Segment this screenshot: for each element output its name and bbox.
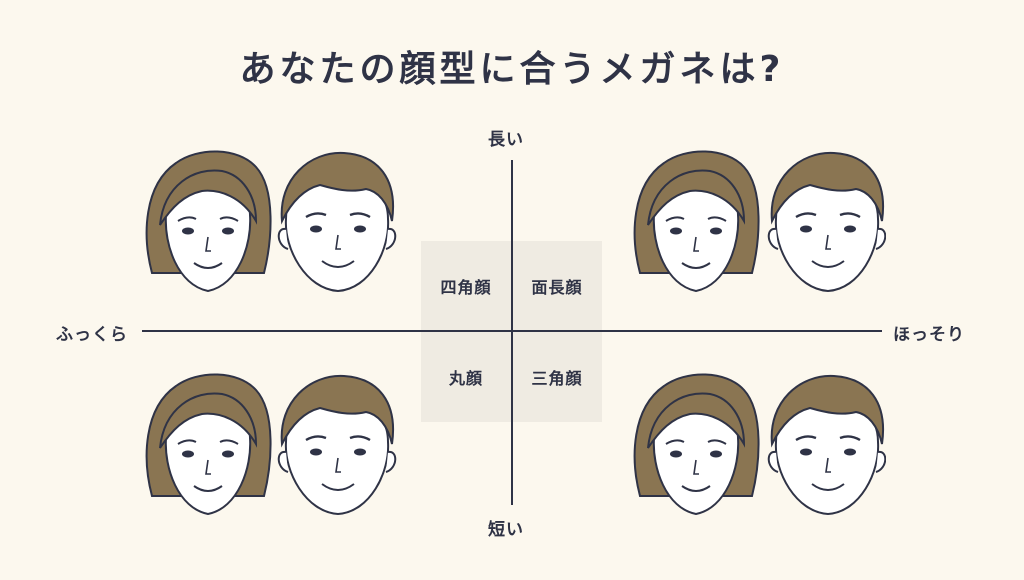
woman-face-illustration: [633, 373, 760, 515]
faces-triangle: [626, 368, 887, 528]
axis-label-slim: ほっそり: [893, 325, 965, 345]
man-face-illustration: [277, 151, 397, 293]
man-face-illustration: [277, 374, 397, 516]
woman-face-illustration: [145, 373, 272, 515]
man-face-illustration: [767, 374, 887, 516]
faces-round: [138, 368, 398, 528]
man-face-illustration: [767, 151, 887, 293]
faces-long: [626, 145, 887, 305]
quadrant-long-face: 面長顔: [512, 241, 602, 331]
quadrant-triangle-face: 三角顔: [512, 332, 602, 422]
quadrant-round-face: 丸顔: [421, 332, 511, 422]
woman-face-illustration: [145, 150, 272, 292]
quadrant-square-face: 四角顔: [421, 241, 511, 331]
axis-label-short: 短い: [488, 520, 524, 540]
axis-label-plump: ふっくら: [56, 325, 128, 345]
page-title: あなたの顔型に合うメガネは?: [239, 49, 785, 90]
woman-face-illustration: [633, 150, 760, 292]
axis-label-long: 長い: [488, 130, 524, 150]
faces-square: [138, 145, 398, 305]
